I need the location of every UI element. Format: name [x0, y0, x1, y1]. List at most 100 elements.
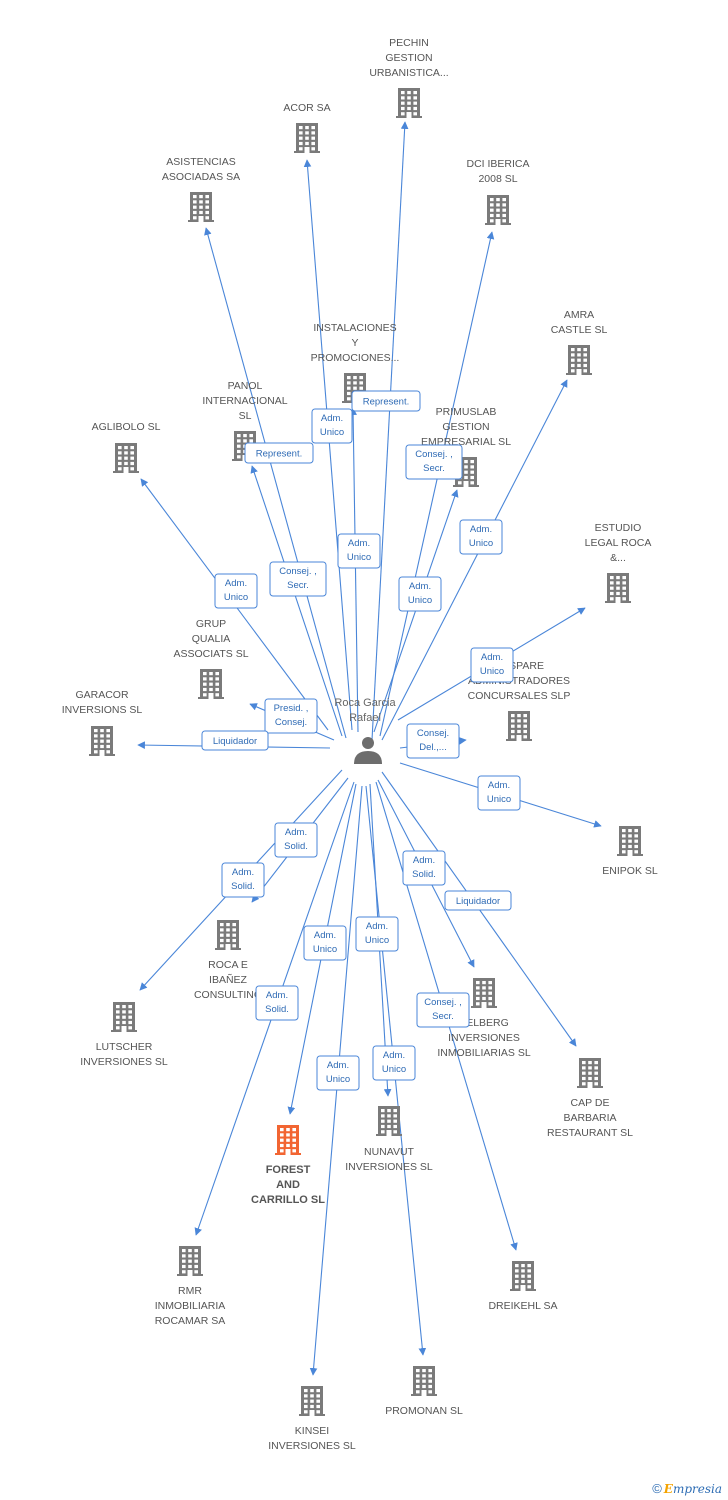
company-name-line-estudio-2[interactable]: &... [610, 552, 626, 564]
person-name-line-0[interactable]: Roca Garcia [334, 697, 396, 709]
company-name-line-nunavut-1[interactable]: INVERSIONES SL [345, 1161, 433, 1173]
company-name-line-cap-2[interactable]: RESTAURANT SL [547, 1127, 633, 1139]
company-name-line-cap-0[interactable]: CAP DE [571, 1097, 610, 1109]
building-icon-roca_ibanez[interactable] [215, 920, 241, 950]
role-text-enipok-0: Adm. [488, 780, 510, 791]
role-text-kinsei-0: Adm. [327, 1060, 349, 1071]
company-name-line-rmr-1[interactable]: INMOBILIARIA [155, 1300, 226, 1312]
building-icon-enipok[interactable] [617, 826, 643, 856]
company-name-line-gaspare-2[interactable]: CONCURSALES SLP [468, 690, 571, 702]
company-name-line-dci-1[interactable]: 2008 SL [478, 173, 517, 185]
company-name-line-kinsei-1[interactable]: INVERSIONES SL [268, 1440, 356, 1452]
company-name-line-primuslab-0[interactable]: PRIMUSLAB [436, 406, 497, 418]
company-name-line-instalaciones-2[interactable]: PROMOCIONES... [311, 352, 400, 364]
company-name-line-kelberg-2[interactable]: INMOBILIARIAS SL [437, 1047, 531, 1059]
company-name-line-amra-1[interactable]: CASTLE SL [551, 324, 608, 336]
building-icon-grup[interactable] [198, 669, 224, 699]
role-text-asistencias-1: Secr. [287, 580, 309, 591]
building-icon-aglibolo[interactable] [113, 443, 139, 473]
building-icon-promonan[interactable] [411, 1366, 437, 1396]
company-name-line-panol-1[interactable]: INTERNACIONAL [202, 395, 287, 407]
company-name-line-roca_ibanez-2[interactable]: CONSULTING [194, 989, 262, 1001]
role-text-forest-1: Unico [313, 944, 337, 955]
building-icon-kinsei[interactable] [299, 1386, 325, 1416]
company-name-line-nunavut-0[interactable]: NUNAVUT [364, 1146, 415, 1158]
company-name-line-primuslab-1[interactable]: GESTION [442, 421, 489, 433]
company-name-line-forest-1[interactable]: AND [276, 1179, 300, 1191]
building-icon-forest[interactable] [275, 1125, 301, 1155]
building-icon-rmr[interactable] [177, 1246, 203, 1276]
role-text-acor-0: Adm. [321, 413, 343, 424]
brand-name: mpresia [672, 1482, 722, 1496]
company-name-line-rmr-2[interactable]: ROCAMAR SA [155, 1315, 226, 1327]
company-name-line-panol-0[interactable]: PANOL [228, 380, 263, 392]
company-name-line-panol-2[interactable]: SL [239, 410, 252, 422]
company-name-line-grup-2[interactable]: ASSOCIATS SL [173, 648, 248, 660]
role-text-roca_ibanez-0: Adm. [285, 827, 307, 838]
company-name-line-grup-0[interactable]: GRUP [196, 618, 226, 630]
company-name-line-lutscher-0[interactable]: LUTSCHER [96, 1041, 153, 1053]
company-name-line-grup-1[interactable]: QUALIA [192, 633, 231, 645]
company-name-line-dci-0[interactable]: DCI IBERICA [466, 158, 529, 170]
company-name-line-forest-0[interactable]: FOREST [266, 1164, 311, 1176]
company-name-line-instalaciones-1[interactable]: Y [351, 337, 358, 349]
company-name-line-pechin-2[interactable]: URBANISTICA... [369, 67, 448, 79]
company-name-line-forest-2[interactable]: CARRILLO SL [251, 1194, 325, 1206]
company-name-line-estudio-0[interactable]: ESTUDIO [595, 522, 642, 534]
building-icon-asistencias[interactable] [188, 192, 214, 222]
company-name-line-kelberg-1[interactable]: INVERSIONES [448, 1032, 520, 1044]
building-icon-lutscher[interactable] [111, 1002, 137, 1032]
role-label-grup: Presid. ,Consej. [264, 698, 318, 734]
building-icon-dci[interactable] [485, 195, 511, 225]
role-label-lutscher: Adm.Solid. [221, 862, 265, 898]
role-text-lutscher-0: Adm. [232, 867, 254, 878]
company-name-line-garacor-1[interactable]: INVERSIONS SL [62, 704, 143, 716]
building-icon-nunavut[interactable] [376, 1106, 402, 1136]
company-name-line-lutscher-1[interactable]: INVERSIONES SL [80, 1056, 168, 1068]
role-label-estudio: Adm.Unico [470, 647, 514, 683]
brand-footer[interactable]: ©Empresia [652, 1481, 722, 1496]
person-name-line-1[interactable]: Rafael [349, 712, 381, 724]
building-icon-garacor[interactable] [89, 726, 115, 756]
person-icon[interactable] [354, 737, 382, 764]
role-label-forest: Adm.Unico [303, 925, 347, 961]
building-icon-kelberg[interactable] [471, 978, 497, 1008]
company-name-line-aglibolo-0[interactable]: AGLIBOLO SL [92, 421, 161, 433]
company-name-line-amra-0[interactable]: AMRA [564, 309, 594, 321]
company-name-line-promonan-0[interactable]: PROMONAN SL [385, 1405, 463, 1417]
role-text-rmr-1: Solid. [265, 1004, 289, 1015]
company-name-line-pechin-1[interactable]: GESTION [385, 52, 432, 64]
company-name-line-enipok-0[interactable]: ENIPOK SL [602, 865, 658, 877]
company-name-line-kelberg-0[interactable]: KELBERG [459, 1017, 509, 1029]
edge-line-panol [250, 465, 343, 737]
building-icon-pechin[interactable] [396, 88, 422, 118]
role-text-roca_ibanez-1: Solid. [284, 841, 308, 852]
role-label-instalaciones: Adm.Unico [337, 533, 381, 569]
company-name-line-roca_ibanez-0[interactable]: ROCA E [208, 959, 248, 971]
company-name-line-asistencias-1[interactable]: ASOCIADAS SA [162, 171, 240, 183]
building-icon-dreikehl[interactable] [510, 1261, 536, 1291]
company-name-line-cap-1[interactable]: BARBARIA [563, 1112, 616, 1124]
building-icon-acor[interactable] [294, 123, 320, 153]
company-name-line-instalaciones-0[interactable]: INSTALACIONES [313, 322, 396, 334]
role-text-instalaciones-0: Adm. [348, 538, 370, 549]
company-name-line-acor-0[interactable]: ACOR SA [283, 102, 330, 114]
company-name-line-estudio-1[interactable]: LEGAL ROCA [585, 537, 652, 549]
company-name-line-rmr-0[interactable]: RMR [178, 1285, 202, 1297]
building-icon-gaspare[interactable] [506, 711, 532, 741]
role-label-primuslab: Adm.Unico [398, 576, 442, 612]
company-name-line-roca_ibanez-1[interactable]: IBAÑEZ [209, 973, 248, 986]
edge-line-pechin [371, 121, 409, 741]
building-icon-estudio[interactable] [605, 573, 631, 603]
role-text-dci-1: Secr. [423, 463, 445, 474]
building-icon-amra[interactable] [566, 345, 592, 375]
company-name-line-pechin-0[interactable]: PECHIN [389, 37, 429, 49]
company-name-line-asistencias-0[interactable]: ASISTENCIAS [166, 156, 235, 168]
building-icon-cap[interactable] [577, 1058, 603, 1088]
company-name-line-kinsei-0[interactable]: KINSEI [295, 1425, 329, 1437]
company-name-line-garacor-0[interactable]: GARACOR [75, 689, 129, 701]
role-text-primuslab-1: Unico [408, 595, 432, 606]
company-name-line-dreikehl-0[interactable]: DREIKEHL SA [488, 1300, 557, 1312]
